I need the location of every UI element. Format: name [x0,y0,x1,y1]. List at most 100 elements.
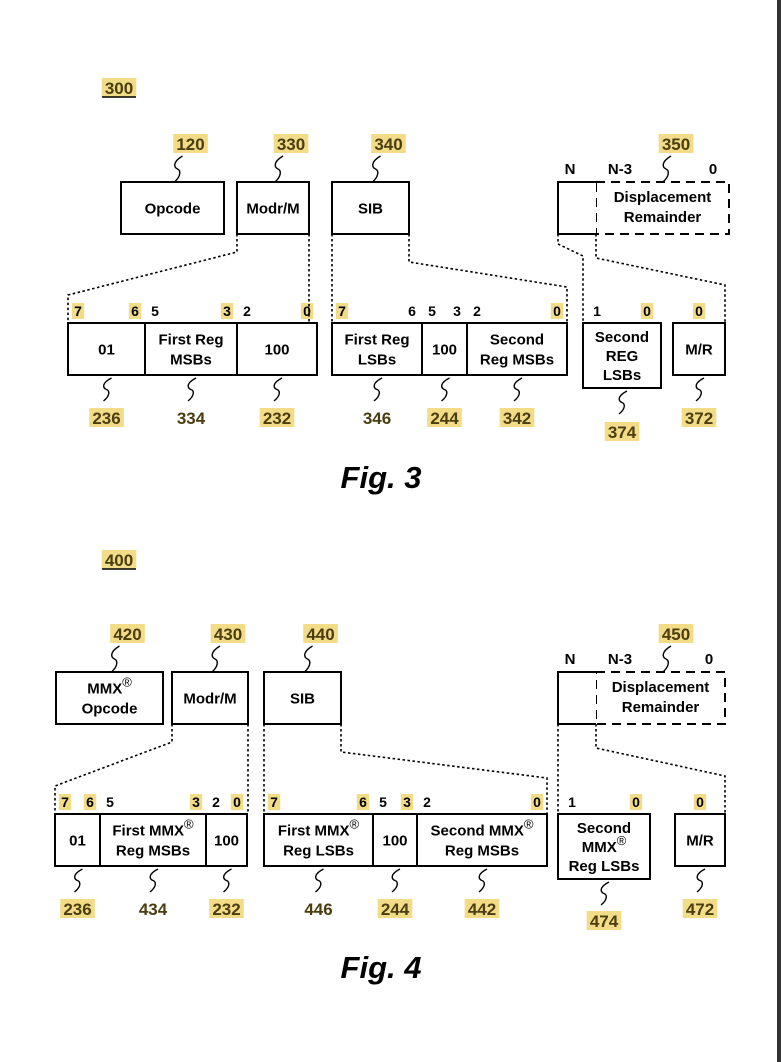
disp-field-1: M/R [672,322,726,376]
sib-field-2: Second MMX®Reg MSBs [416,813,548,867]
bit-number: 6 [86,794,94,810]
modrm-field-1-border [99,813,207,867]
ref-label-474: 474 [590,912,619,931]
expansion-line-disp-right [595,724,726,814]
bit-number-highlight [400,794,414,810]
disp-field-0-text: REG [606,348,639,365]
leader-line [273,377,283,402]
bit-number: 2 [473,303,481,319]
figure-caption: Fig. 3 [341,460,422,495]
bit-number-group: 5 [379,794,387,810]
bit-number-group: 6 [83,794,97,810]
ref-label-244-group: 244 [377,899,413,919]
disp-field-1-border [672,322,726,376]
field-modr-m-border [236,181,310,235]
bit-number-highlight [692,303,706,319]
field-sib-text: SIB [358,200,383,217]
bit-label-0: 0 [705,651,713,668]
bit-number: 0 [643,303,651,319]
bit-number-highlight [71,303,85,319]
bit-number: 3 [403,794,411,810]
bit-number: 5 [428,303,436,319]
bit-number-group: 2 [473,303,481,319]
leader-line [391,868,401,893]
bit-number-group: 0 [530,794,544,810]
bit-number: 1 [593,303,601,319]
figure-ref-number-group: 300 [101,78,137,98]
bit-number-group: 6 [408,303,416,319]
sib-field-0: First MMX®Reg LSBs [263,813,374,867]
modrm-field-1-text: First Reg [158,331,223,348]
bit-number: 1 [568,794,576,810]
sib-field-1-text: 100 [432,341,457,358]
ref-label-446: 446 [304,900,332,919]
ref-label-442-group: 442 [464,899,500,919]
ref-label-244-group: 244 [427,408,462,428]
disp-field-0-text: Reg LSBs [569,858,640,875]
bit-number: 6 [359,794,367,810]
disp-field-0-text: Second [577,820,631,837]
leader-line [373,377,383,402]
modrm-field-2-text: 100 [264,341,289,358]
bit-number: 3 [453,303,461,319]
displacement-text: Displacement [612,679,710,696]
bit-number-highlight [693,794,707,810]
ref-label-330: 330 [277,135,305,154]
ref-label-346-group: 346 [363,409,391,428]
displacement-remainder-border [595,671,726,725]
field-sib-border [263,671,342,725]
ref-label-232-group: 232 [259,408,295,428]
field-sib: SIB [263,671,342,725]
ref-label-120-group: 120 [173,134,208,154]
bit-number-group: 6 [356,794,370,810]
disp-field-0-text: Second [595,329,649,346]
ref-label-236: 236 [63,900,91,919]
ref-label-430: 430 [214,625,242,644]
sib-field-0-text: First MMX® [278,816,360,839]
bit-label-n: N [565,651,576,668]
figure-4: 400MMX®Opcode420Modr/M430SIB440Displacem… [54,550,726,985]
modrm-field-1-text: First MMX® [112,816,194,839]
ref-label-330-highlight [273,134,309,153]
ref-label-236: 236 [92,409,120,428]
bit-number: 7 [270,794,278,810]
sib-field-0-border [263,813,374,867]
disp-field-1-border [674,813,726,867]
leader-line [695,377,705,402]
ref-label-232-group: 232 [209,899,244,919]
bit-number: 6 [131,303,139,319]
bit-number-highlight [300,303,314,319]
bit-number: 5 [151,303,159,319]
modrm-field-2-border [205,813,248,867]
bit-number-group: 0 [230,794,244,810]
expansion-line-disp-left [557,234,584,323]
ref-label-346: 346 [363,409,391,428]
ref-label-232: 232 [212,900,240,919]
figure-ref-number-highlight [101,78,137,97]
ref-label-334-group: 334 [177,409,206,428]
bit-number-group: 1 [568,794,576,810]
ref-label-420: 420 [113,625,141,644]
bit-number-group: 0 [692,303,706,319]
displacement-msb-border [557,181,596,235]
expansion-line-sib-right [408,234,568,323]
ref-label-442-highlight [464,899,500,918]
displacement-text: Remainder [624,209,702,226]
field-sib-border [331,181,410,235]
figure-ref-number-highlight [101,550,137,569]
displacement-remainder-border [595,181,730,235]
ref-label-236-group: 236 [89,408,124,428]
leader-line [513,377,523,402]
field-opcode-text: Opcode [145,200,201,217]
ref-label-372: 372 [685,409,713,428]
bit-number-highlight [356,794,370,810]
field-mmx-opcode-border [55,671,164,725]
modrm-field-0: 01 [54,813,101,867]
disp-field-0-text: LSBs [603,367,641,384]
